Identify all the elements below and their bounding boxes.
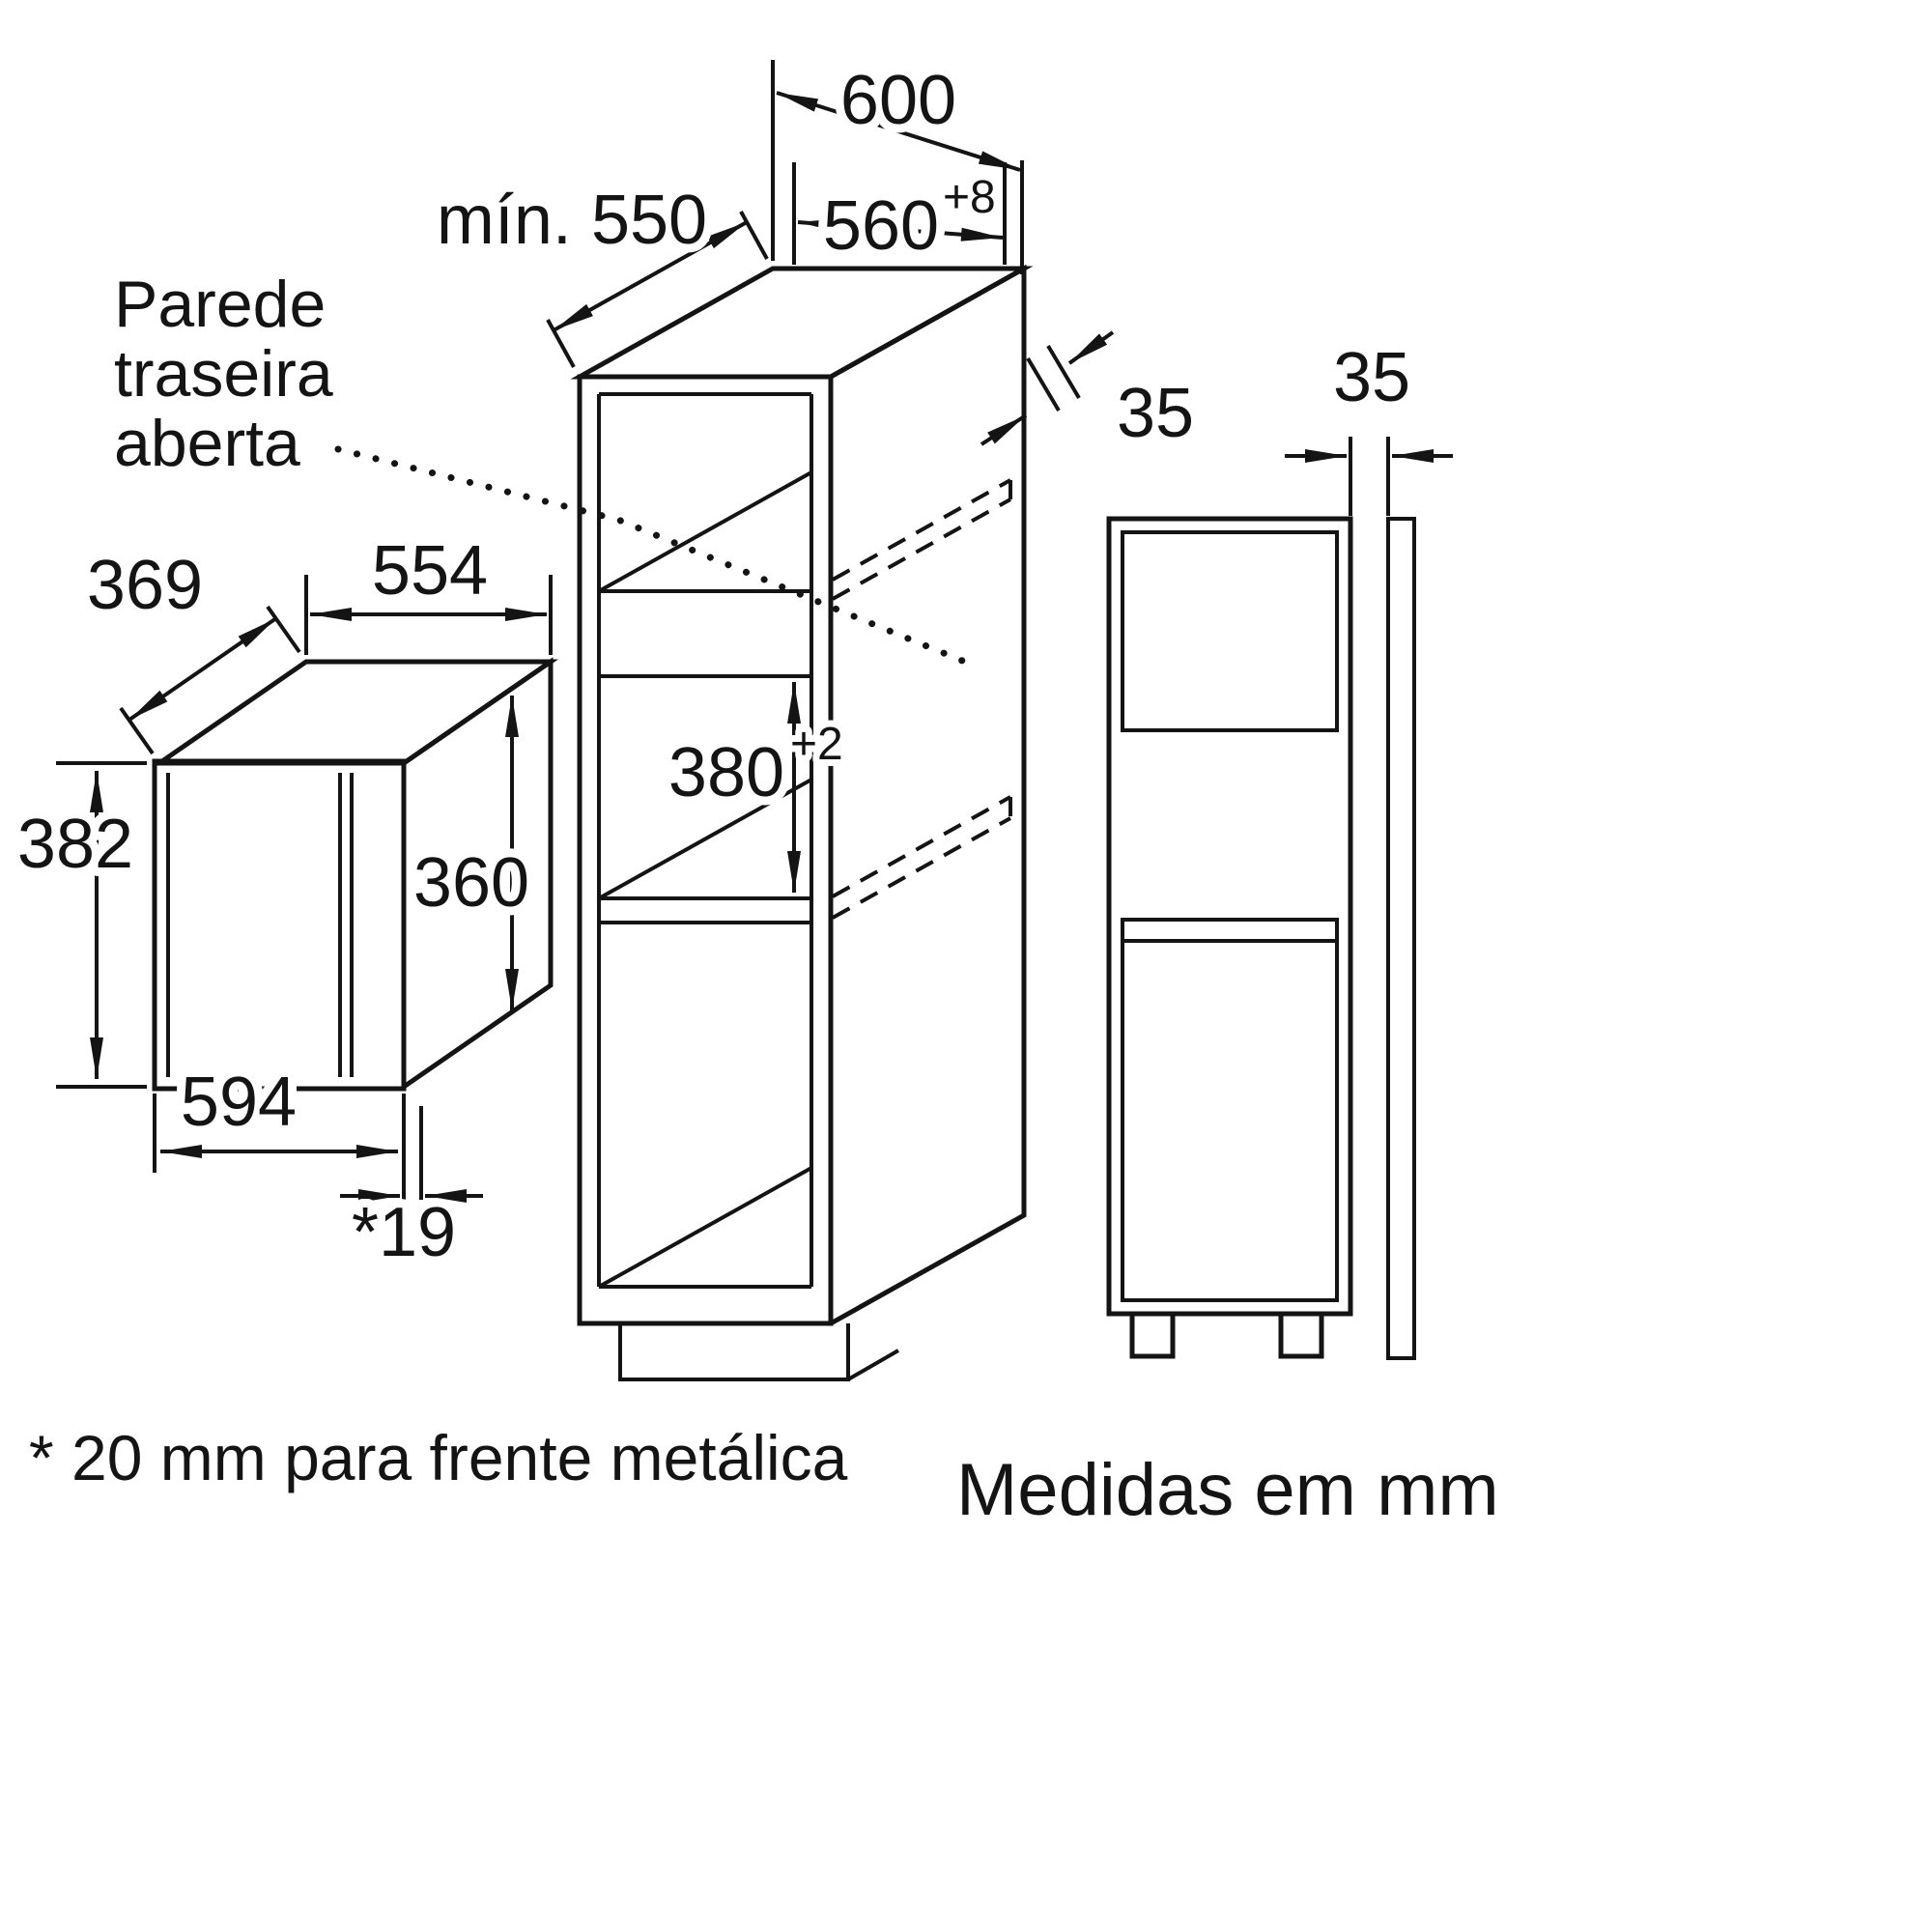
side-cabinet-leg-right: [1278, 1311, 1324, 1359]
footer: * 20 mm para frente metálica Medidas em …: [29, 1422, 1499, 1531]
microwave-front-face: [152, 758, 407, 1092]
dim-600-label: 600: [840, 62, 956, 139]
dim-cabinet-width-600: 600: [771, 53, 1024, 274]
rear-wall-label-line1: Parede: [114, 268, 326, 341]
wall-hatched: [1386, 517, 1416, 1360]
dim-min-depth-550: mín. 550: [428, 173, 769, 368]
dim-35-rear-label: 35: [1117, 375, 1194, 452]
tall-cabinet-isometric: [570, 264, 1034, 1381]
microwave-isometric: [151, 657, 559, 1092]
units-note: Medidas em mm: [956, 1449, 1499, 1531]
side-top-compartment: [1121, 530, 1339, 732]
dim-rear-gap-35: 35: [980, 330, 1203, 461]
dim-382-label: 382: [17, 806, 133, 883]
rear-wall-label-line3: aberta: [114, 407, 300, 480]
rear-wall-annotation: Parede traseira aberta: [114, 268, 976, 668]
dim-380-tolerance: +2: [790, 719, 843, 770]
dim-594-label: 594: [181, 1064, 297, 1141]
dim-560-tolerance: +8: [943, 172, 996, 223]
shelf-a-surface: [598, 470, 812, 593]
dim-body-width-554: 554: [304, 524, 553, 655]
microwave-top-face: [151, 659, 559, 766]
rear-wall-leader-dotted: [334, 445, 976, 668]
shelf-b-surface: [598, 778, 812, 900]
cabinet-side-view: [1106, 516, 1416, 1360]
cabinet-front-face: [577, 374, 834, 1326]
dim-560-label: 560: [823, 187, 939, 265]
side-cabinet-leg-left: [1129, 1311, 1176, 1359]
hidden-shelf-upper: [832, 478, 1012, 601]
dim-360-label: 360: [413, 844, 529, 922]
dim-front-width-594: 594: [153, 1055, 406, 1200]
dim-19-label: *19: [352, 1194, 456, 1271]
footnote-metal-front: * 20 mm para frente metálica: [29, 1422, 848, 1493]
dim-554-label: 554: [372, 532, 488, 610]
dim-front-height-382: 382: [9, 761, 147, 1089]
rear-wall-label-line2: traseira: [114, 337, 333, 411]
dim-wall-gap-35: 35: [1285, 330, 1453, 516]
dim-niche-height-380: 380 +2: [660, 682, 850, 893]
dim-niche-width-560: 560 +8: [792, 162, 1007, 273]
dim-380-label: 380: [668, 734, 784, 811]
dim-550-label: mín. 550: [437, 182, 707, 259]
hidden-shelf-lower: [832, 795, 1012, 920]
dim-body-height-360: 360: [405, 696, 538, 1010]
dim-appliance-depth-369: 369: [78, 538, 301, 755]
cabinet-top-face: [570, 266, 1034, 380]
dim-369-label: 369: [87, 547, 203, 624]
cabinet-floor-surface: [598, 1166, 812, 1289]
dim-35-wall-label: 35: [1333, 339, 1410, 416]
side-bottom-compartment: [1121, 918, 1339, 1302]
cabinet-right-face: [829, 264, 1027, 1326]
dim-frame-offset-19: *19: [340, 1106, 483, 1280]
cabinet-plinth: [618, 1323, 899, 1381]
side-cabinet-outline: [1106, 516, 1353, 1317]
